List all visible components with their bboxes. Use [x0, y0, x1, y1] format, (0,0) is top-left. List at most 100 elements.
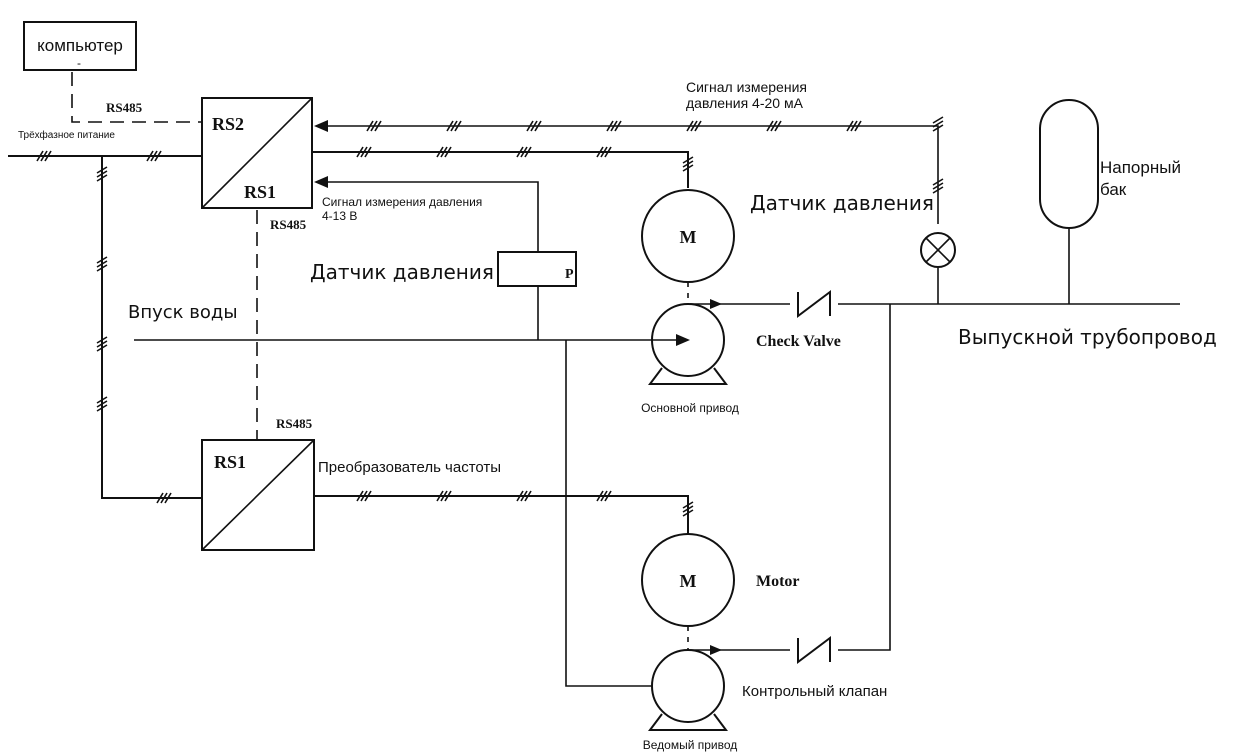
phase-tick: [932, 182, 944, 190]
computer-label: компьютер: [37, 36, 123, 55]
phase-tick: [604, 146, 612, 158]
power-to-top-motor: [312, 151, 689, 188]
main-drive-label: Основной привод: [641, 401, 739, 415]
phase-tick: [682, 156, 694, 164]
phase-tick: [932, 116, 944, 124]
rs1-lower-label: RS1: [214, 452, 246, 472]
main-inverter-diagonal: [201, 97, 313, 209]
phase-tick: [154, 150, 162, 162]
rs485-lower-label: RS485: [276, 416, 313, 431]
phase-tick: [516, 146, 524, 158]
phase-tick: [360, 490, 368, 502]
motor-label: Motor: [756, 573, 800, 590]
phase-tick: [164, 492, 172, 504]
power-to-bottom-motor: [314, 495, 689, 534]
phase-tick: [356, 146, 364, 158]
phase-tick: [770, 120, 778, 132]
phase-tick: [96, 260, 108, 268]
phase-tick: [36, 150, 44, 162]
phase-tick: [932, 186, 944, 194]
phase-tick: [450, 120, 458, 132]
phase-tick: [600, 146, 608, 158]
slave-outlet-arrow: [710, 645, 722, 655]
control-valve-label: Контрольный клапан: [742, 683, 887, 700]
phase-tick: [96, 404, 108, 412]
phase-tick: [356, 490, 364, 502]
top-motor-m: M: [680, 227, 697, 247]
phase-tick: [44, 150, 52, 162]
current-signal-line: [318, 125, 939, 224]
phase-tick: [524, 490, 532, 502]
phase-tick: [774, 120, 782, 132]
phase-tick: [610, 120, 618, 132]
phase-tick: [444, 146, 452, 158]
phase-tick: [526, 120, 534, 132]
phase-tick: [682, 160, 694, 168]
phase-tick: [96, 170, 108, 178]
pressure-sensor-right-label: Датчик давления: [750, 191, 934, 215]
pressure-sensor-left-label: Датчик давления: [310, 260, 494, 284]
phase-tick: [360, 146, 368, 158]
phase-tick: [444, 490, 452, 502]
outlet-pipe-label: Выпускной трубопровод: [958, 325, 1217, 349]
phase-tick: [614, 120, 622, 132]
phase-tick: [96, 340, 108, 348]
check-valve-label: Check Valve: [756, 333, 841, 350]
phase-tick: [96, 336, 108, 344]
signal-voltage-line1: Сигнал измерения давления: [322, 195, 482, 209]
phase-tick: [854, 120, 862, 132]
phase-tick: [596, 490, 604, 502]
phase-tick: [694, 120, 702, 132]
phase-tick: [364, 490, 372, 502]
phase-tick: [440, 146, 448, 158]
phase-tick: [96, 174, 108, 182]
phase-tick: [364, 146, 372, 158]
slave-pump-circle: [651, 649, 725, 723]
bottom-motor-m: M: [680, 571, 697, 591]
phase-tick: [160, 492, 168, 504]
phase-tick: [40, 150, 48, 162]
phase-tick: [534, 120, 542, 132]
signal-voltage-line2: 4-13 В: [322, 209, 357, 223]
slave-outlet-riser: [838, 304, 891, 651]
phase-tick: [446, 120, 454, 132]
phase-tick: [682, 164, 694, 172]
water-inlet-arrow: [676, 334, 690, 346]
voltage-signal-arrow: [314, 176, 328, 188]
phase-tick: [96, 400, 108, 408]
rs1-main-label: RS1: [244, 182, 276, 202]
voltage-signal-line: [318, 181, 539, 252]
phase-tick: [682, 509, 694, 517]
phase-tick: [766, 120, 774, 132]
phase-tick: [156, 492, 164, 504]
phase-tick: [96, 344, 108, 352]
water-inlet-label: Впуск воды: [128, 302, 238, 323]
three-phase-label: Трёхфазное питание: [18, 129, 115, 141]
phase-tick: [600, 490, 608, 502]
phase-ticks: [36, 116, 944, 517]
phase-tick: [524, 146, 532, 158]
phase-tick: [96, 396, 108, 404]
current-signal-arrow: [314, 120, 328, 132]
phase-tick: [96, 256, 108, 264]
check-valve-top: [797, 290, 831, 318]
computer-box: [23, 21, 137, 71]
pressure-sensor-p: [497, 251, 577, 287]
computer-dash: -: [77, 56, 81, 70]
right-sensor-x2: [925, 237, 951, 263]
phase-tick: [682, 505, 694, 513]
rs485-top-label: RS485: [106, 100, 143, 115]
rs485-link-computer: [71, 72, 202, 123]
inlet-branch-slave: [565, 340, 680, 687]
phase-tick: [850, 120, 858, 132]
phase-tick: [932, 120, 944, 128]
phase-tick: [516, 490, 524, 502]
phase-tick: [604, 490, 612, 502]
phase-tick: [606, 120, 614, 132]
phase-tick: [96, 166, 108, 174]
phase-tick: [520, 490, 528, 502]
pressure-tank: [1039, 99, 1099, 229]
phase-tick: [690, 120, 698, 132]
signal-current-line1: Сигнал измерения: [686, 79, 807, 95]
